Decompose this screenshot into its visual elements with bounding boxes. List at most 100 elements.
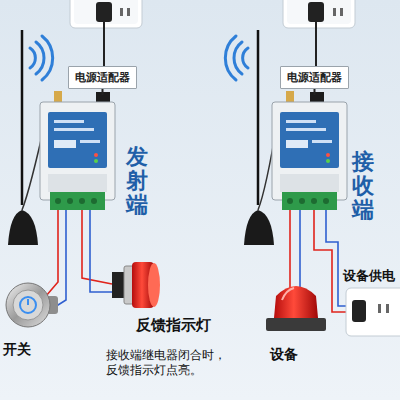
relay-module (94, 159, 98, 163)
relay-module (326, 153, 330, 157)
relay-module (311, 198, 317, 204)
relay-module (282, 192, 337, 210)
relay-module (299, 198, 305, 204)
wireless-signal (225, 36, 236, 80)
relay-module (280, 174, 339, 192)
wireless-signal (30, 48, 35, 68)
relay-module (286, 128, 326, 131)
push-switch (20, 297, 36, 313)
power-cord (315, 22, 317, 66)
wall-socket (70, 0, 142, 28)
adapter-text: 电源适配器 (287, 70, 342, 85)
relay-module (91, 198, 97, 204)
wireless-signal (42, 36, 53, 80)
receiver-module: 接收端 (270, 95, 382, 240)
wall-socket (378, 304, 381, 313)
alarm-beacon (274, 286, 318, 318)
relay-module (50, 192, 105, 210)
adapter-label: 电源适配器 (68, 66, 137, 89)
module-title: 接收端 (352, 150, 374, 223)
wall-socket (74, 0, 138, 24)
transmitter-module: 发射端 (38, 95, 158, 225)
part-label: 设备 (270, 345, 298, 363)
wall-socket (340, 8, 343, 16)
wire (289, 210, 291, 290)
wall-socket (386, 304, 389, 313)
relay-module (67, 198, 73, 204)
wireless-signal (234, 42, 242, 74)
relay-module (287, 198, 293, 204)
relay-module (40, 102, 115, 200)
wire (46, 210, 114, 310)
wire (299, 210, 301, 290)
power-cord (314, 89, 316, 95)
wall-socket (346, 288, 400, 336)
wall-socket (120, 8, 123, 16)
relay-module (286, 91, 294, 103)
wall-socket (283, 0, 355, 28)
push-switch (6, 283, 58, 327)
relay-module (326, 159, 330, 163)
wireless-signal (30, 36, 248, 80)
indicator-light (112, 262, 160, 308)
push-switch (13, 290, 43, 320)
wire (46, 210, 58, 296)
wall-socket (333, 8, 336, 16)
power-cord (104, 22, 316, 66)
alarm-beacon (266, 318, 326, 331)
relay-module (54, 140, 76, 148)
antenna (8, 210, 38, 245)
wire (82, 210, 112, 284)
adapter-text: 电源适配器 (75, 70, 130, 85)
relay-module (55, 198, 61, 204)
antenna (21, 30, 24, 205)
wall-socket (127, 8, 130, 16)
alarm-beacon (266, 286, 326, 331)
wireless-signal (36, 42, 44, 74)
wireless-signal (243, 48, 248, 68)
relay-module (286, 120, 316, 123)
wire (50, 210, 66, 310)
relay-module (40, 91, 115, 210)
note-text: 接收端继电器闭合时，反馈指示灯点亮。 (106, 348, 230, 378)
wall-socket (352, 300, 366, 322)
part-label: 开关 (3, 340, 31, 358)
module-title: 发射端 (126, 145, 148, 218)
wall-socket (346, 288, 400, 336)
push-switch (6, 283, 50, 327)
part-label: 反馈指示灯 (136, 316, 211, 336)
power-cord (103, 22, 105, 66)
relay-module (54, 91, 62, 103)
relay-module (80, 140, 100, 143)
antenna (244, 210, 274, 245)
relay-module (323, 198, 329, 204)
adapter-label: 电源适配器 (280, 66, 349, 89)
alarm-beacon (282, 288, 294, 300)
relay-module (48, 174, 107, 192)
relay-module (48, 112, 107, 168)
relay-module (272, 102, 347, 200)
relay-module (312, 140, 332, 143)
wall-socket (283, 0, 355, 28)
relay-module (79, 198, 85, 204)
power-cord (102, 89, 104, 95)
wall-socket (308, 2, 324, 22)
relay-module (54, 128, 94, 131)
wall-socket (96, 2, 112, 22)
wall-socket (287, 0, 351, 24)
push-switch (27, 299, 29, 305)
relay-module (286, 140, 308, 148)
relay-module (280, 112, 339, 168)
indicator-light (148, 263, 160, 307)
wire (90, 210, 114, 292)
relay-module (94, 153, 98, 157)
antenna (257, 30, 260, 205)
relay-module (54, 120, 84, 123)
relay-module (272, 91, 347, 210)
part-label: 设备供电 (343, 268, 395, 285)
